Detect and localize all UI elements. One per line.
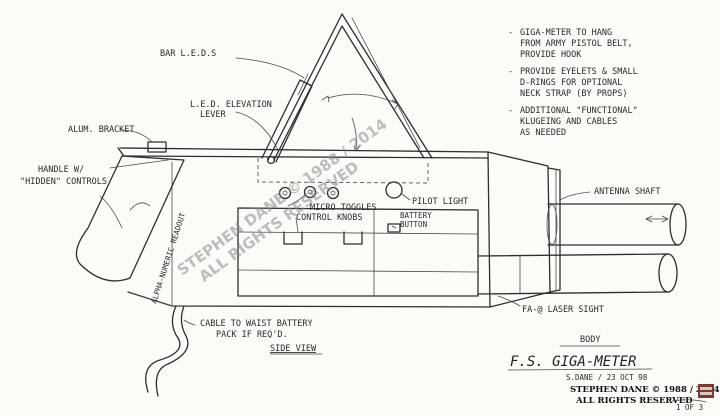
drawing-title: F.S. GIGA-METER	[510, 354, 636, 370]
watermark-line-1: STEPHEN DANE © 1988 / 2014	[174, 115, 391, 279]
cable	[145, 305, 189, 397]
control-panel	[257, 158, 429, 200]
alum-bracket	[147, 141, 167, 153]
note-3: ADDITIONAL "FUNCTIONAL" KLUGEING AND CAB…	[508, 106, 713, 139]
sheet-number: 1 OF 3	[676, 403, 703, 412]
label-micro-toggles: MICRO TOGGLES	[310, 203, 377, 213]
label-button: BUTTON	[400, 220, 427, 229]
led-bar-assembly	[261, 13, 433, 165]
label-battery: BATTERY	[400, 211, 432, 220]
battery-button	[387, 223, 401, 233]
leader-lines	[119, 57, 591, 326]
stamp-logo	[698, 384, 714, 398]
label-handle: HANDLE W/	[38, 165, 84, 175]
label-bar-leds: BAR L.E.D.S	[160, 49, 216, 59]
laser-sight	[477, 253, 678, 295]
label-side-view: SIDE VIEW	[270, 344, 317, 354]
copyright-line-1: STEPHEN DANE © 1988 / 2014	[570, 385, 720, 395]
label-body: BODY	[580, 335, 600, 345]
drawing-date: S.DANE / 23 OCT 98	[566, 373, 648, 382]
label-laser-sight: FA-@ LASER SIGHT	[522, 305, 604, 315]
led-elevation-lever	[261, 79, 313, 163]
micro-toggle-3	[326, 186, 340, 200]
label-handle-controls: "HIDDEN" CONTROLS	[20, 177, 107, 187]
label-pilot-light: PILOT LIGHT	[412, 197, 468, 207]
control-knob-2	[343, 231, 363, 245]
front-cone	[487, 151, 561, 308]
micro-toggle-2	[303, 185, 317, 199]
label-cable-pack: PACK IF REQ'D.	[216, 330, 288, 340]
antenna-shaft	[546, 203, 687, 246]
label-cable: CABLE TO WAIST BATTERY	[200, 319, 313, 329]
label-antenna-shaft: ANTENNA SHAFT	[594, 187, 661, 197]
title-block: F.S. GIGA-METER S.DANE / 23 OCT 98 STEPH…	[507, 354, 720, 412]
label-control-knobs: CONTROL KNOBS	[296, 213, 363, 223]
note-2: PROVIDE EYELETS & SMALL D-RINGS FOR OPTI…	[508, 67, 713, 100]
label-alum-bracket: ALUM. BRACKET	[68, 125, 135, 135]
label-led-elevation: L.E.D. ELEVATION	[190, 100, 272, 110]
label-led-lever: LEVER	[200, 110, 226, 120]
copyright-line-2: ALL RIGHTS RESERVED	[575, 396, 693, 406]
micro-toggle-1	[278, 186, 292, 200]
control-knob-1	[283, 231, 303, 245]
general-notes: GIGA-METER TO HANG FROM ARMY PISTOL BELT…	[508, 28, 713, 145]
pilot-light	[385, 181, 403, 199]
handle	[75, 141, 185, 282]
note-1: GIGA-METER TO HANG FROM ARMY PISTOL BELT…	[508, 28, 713, 61]
lower-panel	[237, 207, 479, 297]
